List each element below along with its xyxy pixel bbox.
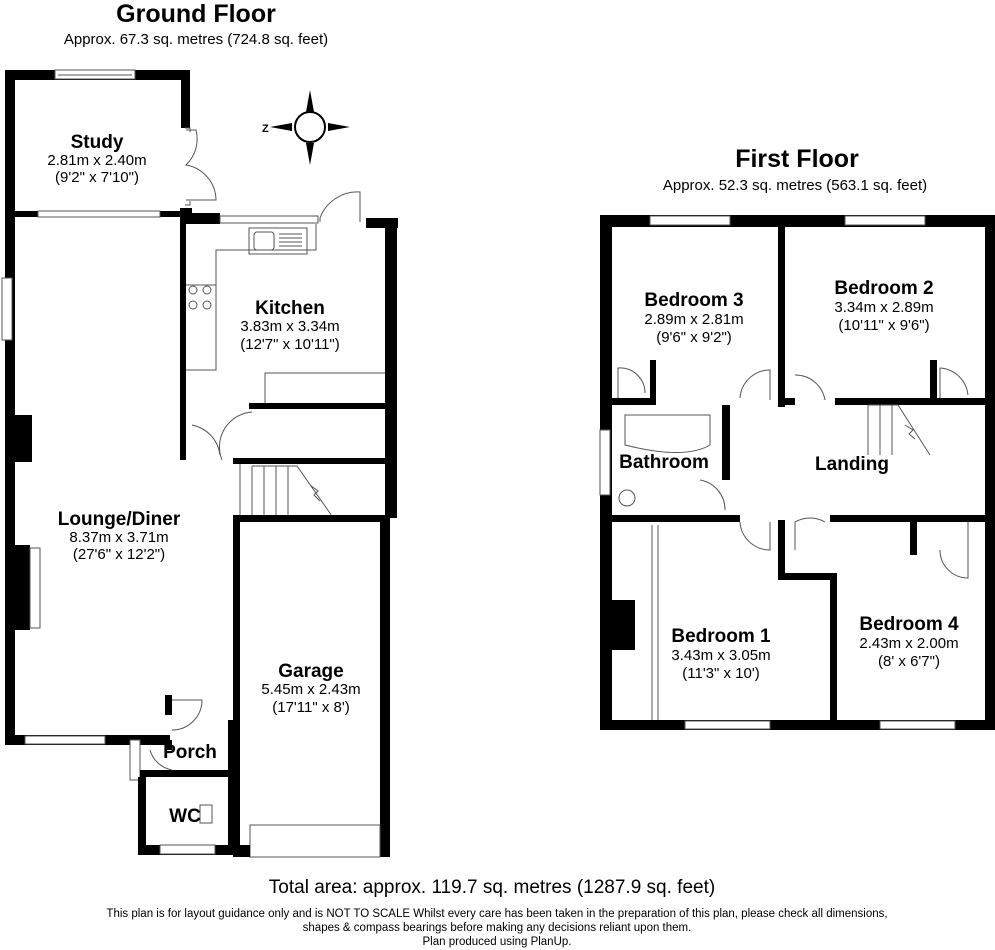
room-bedroom-1: Bedroom 1 3.43m x 3.05m (11'3" x 10') bbox=[671, 626, 771, 682]
room-metric: 3.83m x 3.34m bbox=[240, 318, 339, 335]
room-porch: Porch bbox=[163, 742, 217, 763]
room-metric: 3.34m x 2.89m bbox=[834, 299, 933, 316]
compass-icon: Z bbox=[262, 90, 350, 165]
room-imperial: (9'6" x 9'2") bbox=[656, 329, 732, 346]
room-bedroom-2: Bedroom 2 3.34m x 2.89m (10'11" x 9'6") bbox=[834, 278, 933, 334]
room-name: Bedroom 4 bbox=[859, 614, 959, 635]
ground-floor-title: Ground Floor bbox=[116, 0, 276, 28]
ground-floor-plan: Ground Floor Approx. 67.3 sq. metres (72… bbox=[1, 0, 398, 858]
room-imperial: (11'3" x 10') bbox=[682, 665, 759, 682]
room-imperial: (8' x 6'7") bbox=[878, 653, 940, 670]
room-imperial: (12'7" x 10'11") bbox=[240, 336, 340, 353]
room-landing: Landing bbox=[815, 454, 889, 475]
room-metric: 8.37m x 3.71m bbox=[69, 529, 168, 546]
compass-label: Z bbox=[262, 123, 269, 135]
first-floor-plan: First Floor Approx. 52.3 sq. metres (563… bbox=[599, 145, 995, 730]
first-floor-title: First Floor bbox=[735, 145, 859, 173]
room-name: Bedroom 3 bbox=[644, 290, 743, 311]
disclaimer-line-2: shapes & compass bearings before making … bbox=[303, 922, 692, 934]
room-metric: 2.89m x 2.81m bbox=[644, 311, 743, 328]
room-imperial: (9'2" x 7'10") bbox=[55, 169, 139, 186]
room-name: Bedroom 1 bbox=[671, 626, 771, 647]
room-imperial: (10'11" x 9'6") bbox=[838, 317, 929, 334]
ground-floor-area: Approx. 67.3 sq. metres (724.8 sq. feet) bbox=[64, 31, 328, 48]
room-name: Study bbox=[71, 132, 124, 153]
room-bedroom-3: Bedroom 3 2.89m x 2.81m (9'6" x 9'2") bbox=[644, 290, 743, 346]
room-study: Study 2.81m x 2.40m (9'2" x 7'10") bbox=[47, 132, 146, 186]
room-imperial: (27'6" x 12'2") bbox=[73, 546, 165, 563]
room-metric: 2.81m x 2.40m bbox=[47, 152, 146, 169]
room-bedroom-4: Bedroom 4 2.43m x 2.00m (8' x 6'7") bbox=[859, 614, 959, 670]
room-imperial: (17'11" x 8') bbox=[272, 699, 349, 716]
room-garage: Garage 5.45m x 2.43m (17'11" x 8') bbox=[261, 661, 360, 716]
room-name: Lounge/Diner bbox=[58, 509, 181, 530]
room-name: Kitchen bbox=[255, 298, 325, 319]
room-name: Garage bbox=[278, 661, 343, 682]
room-lounge-diner: Lounge/Diner 8.37m x 3.71m (27'6" x 12'2… bbox=[58, 509, 181, 563]
room-metric: 2.43m x 2.00m bbox=[859, 635, 958, 652]
disclaimer-line-1: This plan is for layout guidance only an… bbox=[106, 908, 887, 920]
room-bathroom: Bathroom bbox=[619, 452, 709, 473]
room-name: Bedroom 2 bbox=[834, 278, 933, 299]
room-kitchen: Kitchen 3.83m x 3.34m (12'7" x 10'11") bbox=[240, 298, 340, 353]
total-area: Total area: approx. 119.7 sq. metres (12… bbox=[269, 877, 715, 898]
room-wc: WC bbox=[169, 806, 201, 827]
first-floor-area: Approx. 52.3 sq. metres (563.1 sq. feet) bbox=[663, 177, 927, 194]
credit: Plan produced using PlanUp. bbox=[423, 936, 572, 948]
room-metric: 3.43m x 3.05m bbox=[671, 647, 770, 664]
room-metric: 5.45m x 2.43m bbox=[261, 681, 360, 698]
